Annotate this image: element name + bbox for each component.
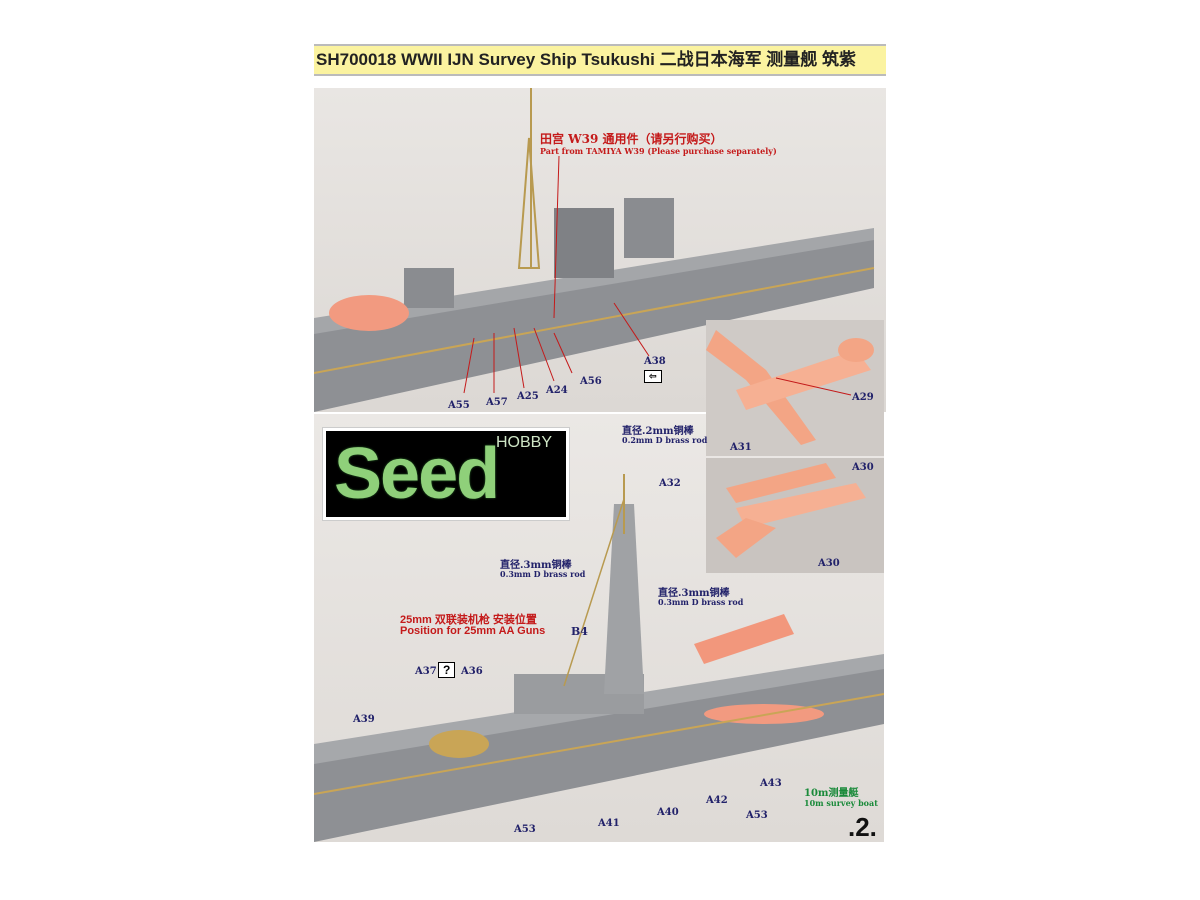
rod-note-cn: 直径.3mm铜棒 (500, 560, 572, 571)
seed-hobby-logo: Seed HOBBY (322, 427, 570, 521)
ship-illustration-bottom (314, 474, 884, 842)
aa-gun-note-en: Position for 25mm AA Guns (400, 625, 546, 637)
top-ship-photo: 田宫 W39 通用件（请另行购买） Part from TAMIYA W39 (… (314, 88, 886, 412)
part-label: A36 (461, 666, 483, 677)
part-label: A42 (706, 795, 728, 806)
part-label: A53 (514, 824, 536, 835)
part-label: A41 (598, 818, 620, 829)
part-label: A30 (818, 558, 840, 569)
part-label: A24 (546, 385, 568, 396)
part-label: A37 (415, 666, 437, 677)
survey-boat-cn: 10m测量艇 (804, 788, 859, 799)
rod-note-en: 0.3mm D brass rod (658, 597, 744, 607)
part-label: A53 (746, 810, 768, 821)
rod-note-en: 0.2mm D brass rod (622, 435, 708, 445)
tamiya-note-en: Part from TAMIYA W39 (Please purchase se… (540, 146, 777, 156)
rod-note-cn: 直径.3mm铜棒 (658, 588, 730, 599)
rod-note-en: 0.3mm D brass rod (500, 569, 586, 579)
plane-inset-1: A29 A31 (706, 320, 884, 456)
part-label: A29 (852, 392, 874, 403)
seaplane-illustration (706, 330, 874, 445)
survey-boat-en: 10m survey boat (804, 798, 878, 808)
part-label: A31 (730, 442, 752, 453)
part-label: A30 (852, 462, 874, 473)
ship-illustration-top (314, 88, 875, 412)
tamiya-note-cn: 田宫 W39 通用件（请另行购买） (540, 132, 723, 146)
part-label: A43 (760, 778, 782, 789)
part-label: B4 (571, 625, 588, 638)
logo-brand: Seed (334, 434, 500, 514)
unknown-part-box: ? (438, 662, 456, 678)
seaplane-illustration (716, 463, 866, 558)
header-title: SH700018 WWII IJN Survey Ship Tsukushi 二… (316, 50, 857, 69)
rod-note-cn: 直径.2mm铜棒 (622, 426, 694, 437)
aa-gun-note-cn: 25mm 双联装机枪 安装位置 (400, 614, 537, 626)
part-label: A55 (448, 400, 470, 411)
part-label: A39 (353, 714, 375, 725)
part-label: A40 (657, 807, 679, 818)
page-header: SH700018 WWII IJN Survey Ship Tsukushi 二… (314, 44, 886, 76)
logo-sub: HOBBY (495, 434, 552, 451)
part-label: A32 (659, 478, 681, 489)
part-label: A38 (644, 356, 666, 367)
part-label: A57 (486, 397, 508, 408)
plane-inset-2: A30 A30 (706, 458, 884, 573)
page-number: .2. (848, 812, 877, 842)
part-label: A25 (517, 391, 539, 402)
part-label: A56 (580, 376, 602, 387)
reverse-arrow-icon: ⇦ (644, 370, 662, 383)
